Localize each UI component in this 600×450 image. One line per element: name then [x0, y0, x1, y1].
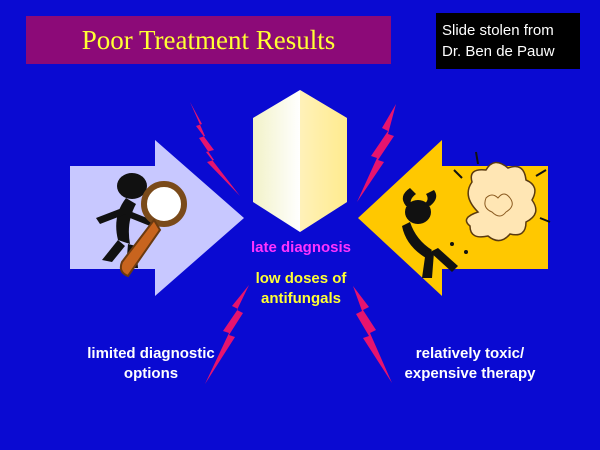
low-doses-line-2: antifungals — [260, 290, 341, 307]
toxic-therapy-label: relatively toxic/ expensive therapy — [376, 344, 564, 384]
lightning-icon — [353, 286, 392, 383]
title-bar: Poor Treatment Results — [26, 16, 391, 64]
right-label-line-1: relatively toxic/ — [415, 345, 525, 362]
magnifier-figure-icon — [96, 173, 187, 278]
left-label-line-1: limited diagnostic — [87, 345, 215, 362]
lightning-icon — [190, 102, 240, 196]
lightning-icon — [357, 104, 396, 202]
right-label-line-2: expensive therapy — [404, 365, 536, 382]
slide-title: Poor Treatment Results — [81, 24, 336, 55]
limited-diagnostic-label: limited diagnostic options — [64, 344, 238, 384]
left-label-line-2: options — [123, 365, 179, 382]
credit-line-1: Slide stolen from — [442, 22, 554, 39]
explosion-figure-icon — [402, 151, 551, 278]
late-diagnosis-label: late diagnosis — [250, 239, 352, 256]
credit-box: Slide stolen from Dr. Ben de Pauw — [436, 13, 580, 69]
low-doses-line-1: low doses of — [255, 270, 347, 287]
low-doses-label: low doses of antifungals — [238, 269, 364, 309]
credit-line-2: Dr. Ben de Pauw — [442, 43, 555, 60]
